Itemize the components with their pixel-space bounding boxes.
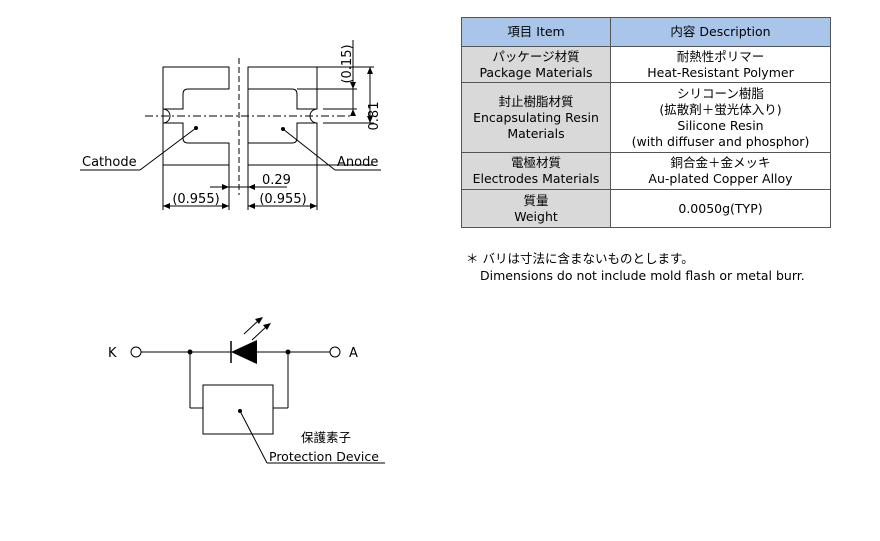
anode-label: Anode — [337, 155, 378, 170]
a-terminal — [329, 346, 341, 358]
right-electrode — [247, 66, 318, 166]
material-spec-table: 項目 Item 内容 Description パッケージ材質 Package M… — [461, 17, 831, 228]
k-terminal — [130, 346, 142, 358]
item-cell: 質量 Weight — [461, 189, 611, 228]
item-text: 電極材質 — [510, 155, 561, 170]
k-label: K — [108, 346, 117, 361]
note-line-en: Dimensions do not include mold flash or … — [480, 268, 805, 283]
table-row: 封止樹脂材質 Encapsulating Resin Materials シリコ… — [461, 82, 831, 153]
item-text: Electrodes Materials — [472, 171, 600, 186]
table-row: 電極材質 Electrodes Materials 銅合金＋金メッキ Au-pl… — [461, 152, 831, 190]
table-row: パッケージ材質 Package Materials 耐熱性ポリマー Heat-R… — [461, 46, 831, 83]
desc-cell: シリコーン樹脂 (拡散剤＋蛍光体入り) Silicone Resin (with… — [610, 82, 831, 153]
item-text: 質量 — [523, 192, 549, 208]
item-text: Weight — [514, 208, 558, 224]
diode-symbol — [231, 340, 257, 364]
cathode-label: Cathode — [82, 155, 137, 170]
item-text: Encapsulating Resin — [473, 109, 599, 125]
desc-text: (拡散剤＋蛍光体入り) — [659, 101, 782, 117]
item-text: Package Materials — [479, 64, 593, 80]
a-label: A — [349, 346, 358, 361]
item-cell: 電極材質 Electrodes Materials — [461, 152, 611, 190]
dim-gap: 0.29 — [262, 173, 291, 188]
item-text: 封止樹脂材質 — [498, 93, 574, 109]
header-item: 項目 Item — [461, 17, 611, 47]
item-text: パッケージ材質 — [492, 48, 580, 64]
dim-left-width: (0.955) — [172, 192, 219, 207]
circuit-schematic — [130, 319, 385, 464]
desc-text: Silicone Resin — [677, 117, 764, 133]
desc-text: 0.0050g(TYP) — [678, 200, 763, 216]
item-cell: 封止樹脂材質 Encapsulating Resin Materials — [461, 82, 611, 153]
desc-text: Heat-Resistant Polymer — [647, 64, 794, 80]
note-line-jp: ＊ バリは寸法に含まないものとします。 — [466, 251, 694, 266]
protection-device-label-en: Protection Device — [269, 449, 379, 464]
protection-device-box — [202, 384, 274, 435]
protection-device-label-jp: 保護素子 — [301, 430, 351, 445]
header-description: 内容 Description — [610, 17, 831, 47]
table-row: 質量 Weight 0.0050g(TYP) — [461, 189, 831, 228]
desc-cell: 0.0050g(TYP) — [610, 189, 831, 228]
table-header-row: 項目 Item 内容 Description — [461, 17, 831, 47]
desc-text: 銅合金＋金メッキ — [670, 155, 771, 170]
desc-text: シリコーン樹脂 — [677, 85, 764, 101]
desc-cell: 耐熱性ポリマー Heat-Resistant Polymer — [610, 46, 831, 83]
desc-text: (with diffuser and phosphor) — [631, 133, 810, 149]
desc-text: Au-plated Copper Alloy — [648, 171, 793, 186]
dim-height: 0.81 — [367, 102, 382, 131]
item-text: Materials — [507, 125, 565, 141]
dimension-note: ＊ バリは寸法に含まないものとします。 Dimensions do not in… — [466, 250, 805, 284]
dim-right-width: (0.955) — [259, 192, 306, 207]
desc-text: 耐熱性ポリマー — [676, 48, 765, 64]
item-cell: パッケージ材質 Package Materials — [461, 46, 611, 83]
desc-cell: 銅合金＋金メッキ Au-plated Copper Alloy — [610, 152, 831, 190]
dim-top-gap: (0.15) — [340, 44, 355, 83]
